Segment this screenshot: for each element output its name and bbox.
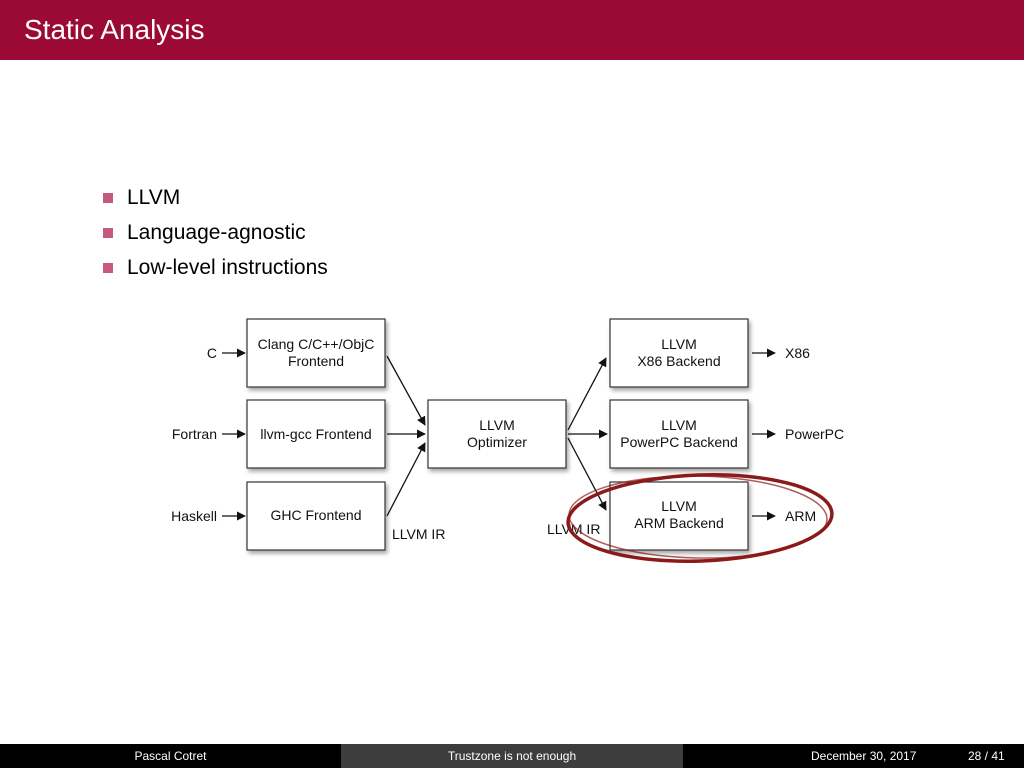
- arrow-optimizer-to-x86: [567, 357, 607, 431]
- backend-box-powerpc: LLVM PowerPC Backend: [609, 399, 749, 469]
- optimizer-line1: LLVM: [479, 417, 515, 433]
- frontend-clang-line2: Frontend: [288, 353, 344, 369]
- backend-x86-line1: LLVM: [661, 336, 697, 352]
- footer-bar: Pascal Cotret Trustzone is not enough De…: [0, 744, 1024, 768]
- footer-right: December 30, 2017 28 / 41: [683, 744, 1024, 768]
- bullet-text: LLVM: [127, 186, 181, 209]
- backend-powerpc-line2: PowerPC Backend: [620, 434, 738, 450]
- frontend-box-ghc: GHC Frontend: [246, 481, 386, 551]
- bullet-square-icon: [103, 228, 113, 238]
- frontend-box-llvm-gcc: llvm-gcc Frontend: [246, 399, 386, 469]
- frontend-llvm-gcc-label: llvm-gcc Frontend: [260, 426, 371, 442]
- input-label-c: C: [207, 345, 217, 361]
- backend-box-arm: LLVM ARM Backend: [609, 481, 749, 551]
- frontend-box-clang: Clang C/C++/ObjC Frontend: [246, 318, 386, 388]
- footer-title-text: Trustzone is not enough: [447, 749, 577, 763]
- backend-arm-line2: ARM Backend: [634, 515, 723, 531]
- input-label-haskell: Haskell: [171, 508, 217, 524]
- frontend-clang-line1: Clang C/C++/ObjC: [258, 336, 375, 352]
- output-label-x86: X86: [785, 345, 810, 361]
- optimizer-line2: Optimizer: [467, 434, 527, 450]
- highlight-ellipse: [566, 473, 834, 563]
- backend-x86-line2: X86 Backend: [637, 353, 720, 369]
- bullet-text: Language-agnostic: [127, 221, 306, 244]
- title-bar: Static Analysis: [0, 0, 1024, 60]
- backend-arm-line1: LLVM: [661, 498, 697, 514]
- arrow-ghc-to-optimizer: [386, 442, 426, 517]
- backend-powerpc-line1: LLVM: [661, 417, 697, 433]
- footer-author-text: Pascal Cotret: [134, 749, 207, 763]
- slide-title: Static Analysis: [24, 14, 205, 45]
- optimizer-box: LLVM Optimizer: [427, 399, 567, 469]
- footer-title: Trustzone is not enough: [341, 744, 683, 768]
- backend-box-x86: LLVM X86 Backend: [609, 318, 749, 388]
- bullet-list: LLVM Language-agnostic Low-level instruc…: [103, 180, 328, 285]
- bullet-text: Low-level instructions: [127, 256, 328, 279]
- footer-date: December 30, 2017: [811, 749, 917, 763]
- frontend-ghc-label: GHC Frontend: [270, 507, 361, 523]
- bullet-item: Language-agnostic: [103, 215, 328, 250]
- bullet-square-icon: [103, 193, 113, 203]
- input-label-fortran: Fortran: [172, 426, 217, 442]
- output-label-powerpc: PowerPC: [785, 426, 844, 442]
- ir-label-right: LLVM IR: [547, 521, 600, 537]
- output-label-arm: ARM: [785, 508, 816, 524]
- bullet-square-icon: [103, 263, 113, 273]
- footer-page-number: 28 / 41: [968, 749, 1005, 763]
- bullet-item: Low-level instructions: [103, 250, 328, 285]
- arrow-optimizer-to-arm: [567, 437, 607, 511]
- ir-label-left: LLVM IR: [392, 526, 445, 542]
- arrow-clang-to-optimizer: [386, 355, 426, 426]
- footer-author: Pascal Cotret: [0, 744, 341, 768]
- bullet-item: LLVM: [103, 180, 328, 215]
